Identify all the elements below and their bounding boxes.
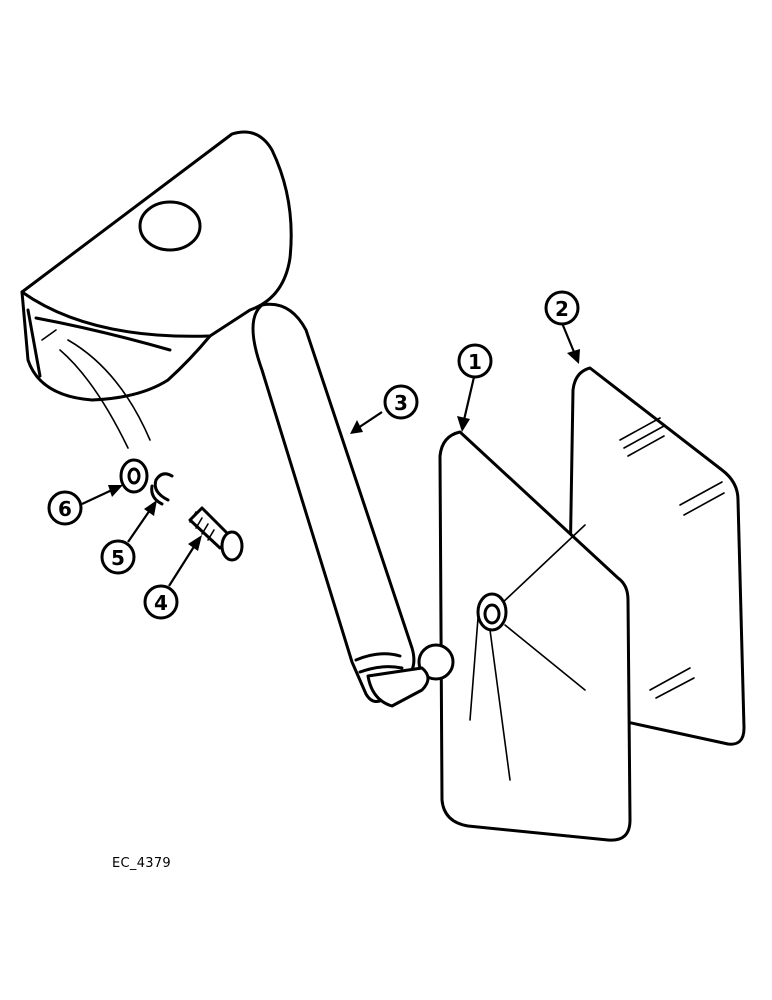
callout-4-label: 4	[154, 591, 168, 615]
bolt	[188, 506, 244, 562]
front-mirror-glass	[438, 430, 632, 842]
callout-5-label: 5	[111, 546, 125, 570]
callout-1-label: 1	[468, 350, 482, 374]
callout-6-label: 6	[58, 497, 72, 521]
figure-reference-code: EC_4379	[112, 856, 171, 871]
lock-washer	[150, 472, 174, 506]
callout-3-label: 3	[394, 391, 408, 415]
callout-2-label: 2	[555, 297, 569, 321]
callout-1: 1	[457, 343, 493, 379]
callout-6: 6	[47, 490, 83, 526]
callout-5: 5	[100, 539, 136, 575]
mirror-arm	[251, 302, 455, 708]
callout-2: 2	[544, 290, 580, 326]
flat-washer	[119, 458, 149, 494]
callout-4: 4	[143, 584, 179, 620]
callout-3: 3	[383, 384, 419, 420]
callout-leaders	[81, 322, 580, 587]
mounting-bracket	[20, 130, 293, 449]
